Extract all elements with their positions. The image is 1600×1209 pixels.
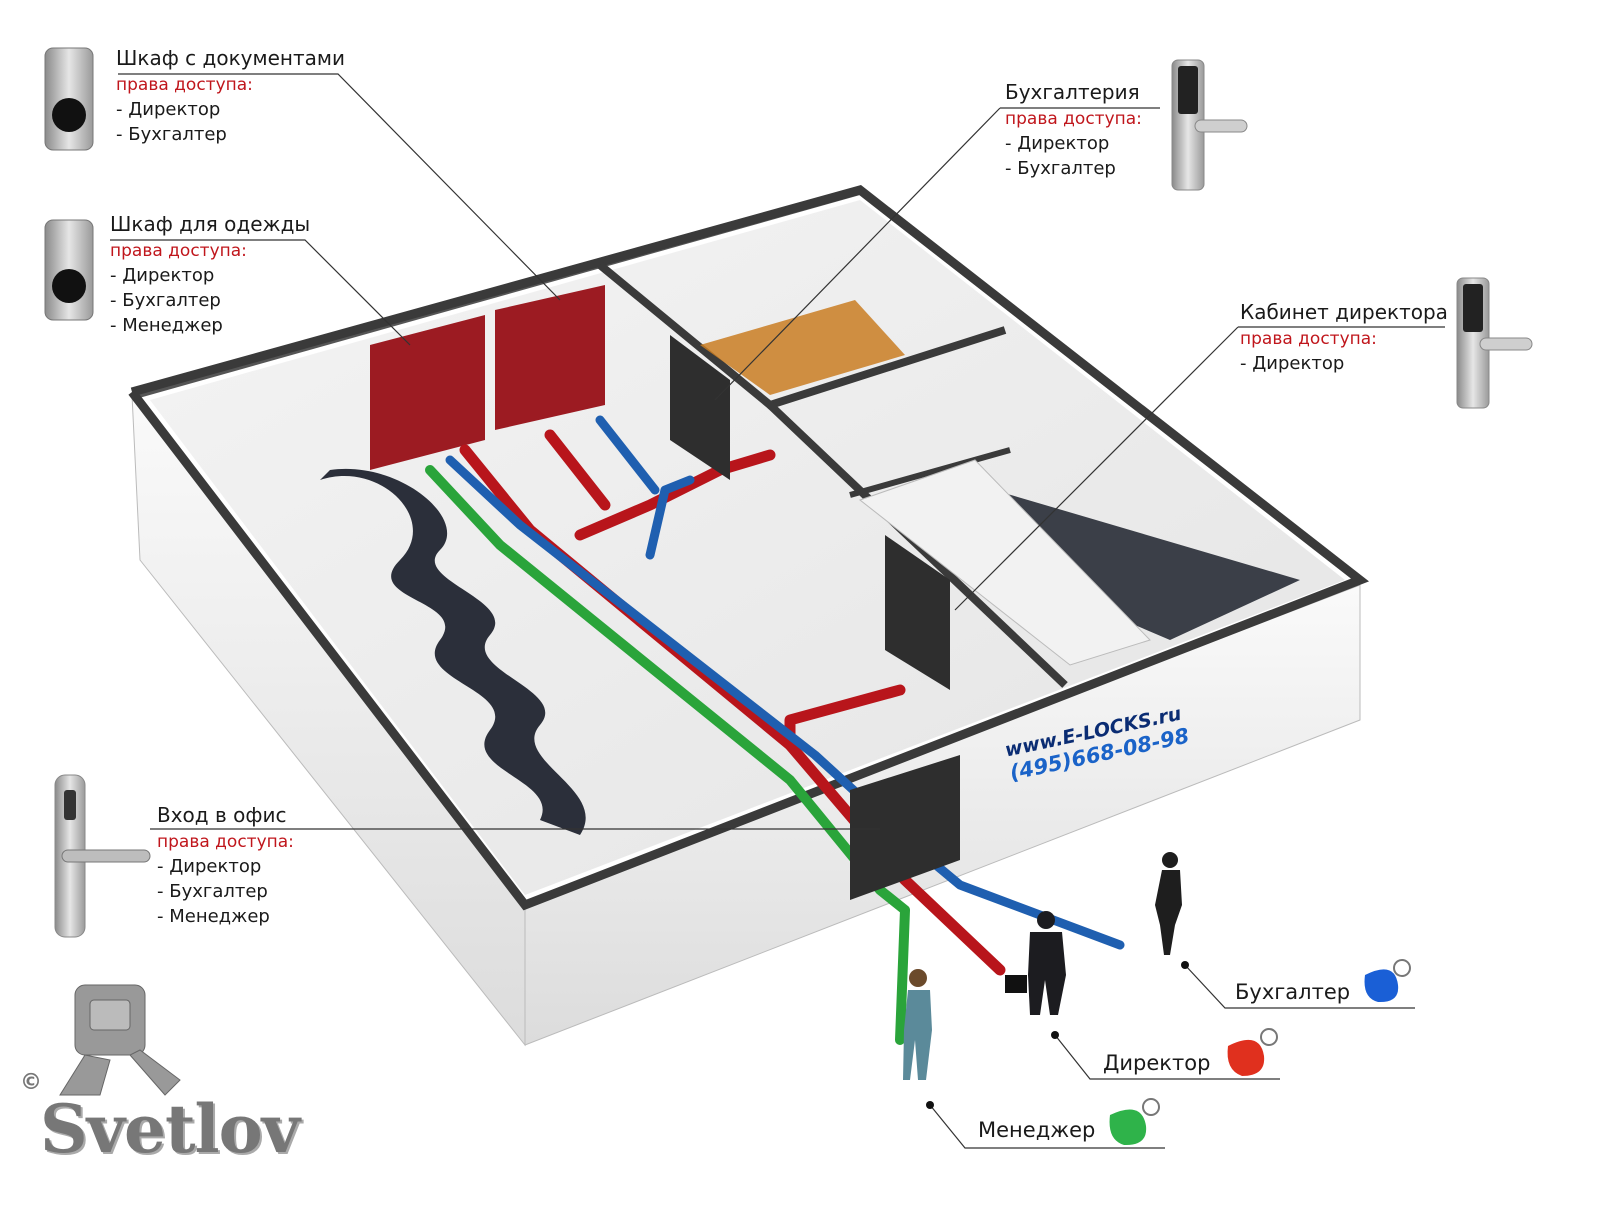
accounting-role-1: Бухгалтер <box>1005 156 1142 181</box>
path-blue-branch-2 <box>595 415 660 495</box>
dot-manager <box>926 1101 934 1109</box>
lock-clothes-cabinet <box>44 219 94 321</box>
documents-cabinet <box>495 285 605 430</box>
dot-accountant <box>1181 961 1189 969</box>
key-fobs <box>1109 959 1411 1146</box>
fob-label-director: Директор <box>1103 1051 1211 1075</box>
director-office-title: Кабинет директора <box>1240 300 1448 324</box>
accounting-role-0: Директор <box>1005 131 1142 156</box>
docs-role-1: Бухгалтер <box>116 122 345 147</box>
leader-docs <box>118 73 561 301</box>
clothes-cabinet-rights: права доступа: <box>110 241 247 261</box>
label-docs-cabinet: Шкаф с документами права доступа: Директ… <box>116 46 345 147</box>
partition-director-top <box>849 447 1011 498</box>
accounting-title: Бухгалтерия <box>1005 80 1140 104</box>
leader-accountant-fob <box>1184 964 1415 1009</box>
doors <box>670 335 960 900</box>
people <box>903 852 1182 1080</box>
leader-manager-fob <box>929 1104 1165 1149</box>
accounting-room-floor <box>700 300 905 395</box>
fob-manager <box>1109 1098 1160 1146</box>
entrance-role-2: Менеджер <box>157 904 294 929</box>
leader-clothes <box>110 239 411 346</box>
lock-entrance <box>54 774 151 938</box>
docs-cabinet-title: Шкаф с документами <box>116 46 345 70</box>
fob-accountant <box>1364 959 1411 1003</box>
path-green <box>425 465 910 1045</box>
label-clothes-cabinet: Шкаф для одежды права доступа: Директор … <box>110 212 310 338</box>
director-office-rights: права доступа: <box>1240 329 1377 349</box>
director-office-roles: Директор <box>1240 351 1448 376</box>
desk-row <box>320 468 586 835</box>
director-door <box>885 535 950 690</box>
copyright-mark: © <box>20 1070 42 1095</box>
director-role-0: Директор <box>1240 351 1448 376</box>
path-red-branch-2 <box>544 429 611 511</box>
label-accounting: Бухгалтерия права доступа: Директор Бухг… <box>1005 80 1142 181</box>
person-director <box>1005 911 1066 1015</box>
label-entrance: Вход в офис права доступа: Директор Бухг… <box>157 803 294 929</box>
lock-devices <box>44 47 1533 938</box>
director-desk <box>858 459 1151 666</box>
cabinets <box>370 285 605 470</box>
leader-director-fob <box>1054 1034 1280 1080</box>
person-accountant <box>1155 852 1182 955</box>
entrance-role-0: Директор <box>157 854 294 879</box>
fob-label-accountant: Бухгалтер <box>1235 980 1351 1004</box>
entrance-title: Вход в офис <box>157 803 287 827</box>
docs-cabinet-rights: права доступа: <box>116 75 253 95</box>
path-red-branch-1 <box>574 449 776 541</box>
path-blue-branch <box>645 475 695 560</box>
lock-director <box>1456 277 1533 409</box>
accounting-door <box>670 335 730 480</box>
docs-cabinet-roles: Директор Бухгалтер <box>116 97 345 147</box>
label-director-office: Кабинет директора права доступа: Директо… <box>1240 300 1448 376</box>
logo-mascot <box>59 984 181 1096</box>
clothes-role-0: Директор <box>110 263 310 288</box>
fob-director <box>1227 1028 1278 1076</box>
accounting-rights: права доступа: <box>1005 109 1142 129</box>
docs-role-0: Директор <box>116 97 345 122</box>
entrance-roles: Директор Бухгалтер Менеджер <box>157 854 294 929</box>
clothes-cabinet <box>370 315 485 470</box>
person-manager <box>903 969 932 1080</box>
clothes-role-1: Бухгалтер <box>110 288 310 313</box>
wall-top-outline <box>128 185 1370 911</box>
leader-dots <box>926 961 1189 1109</box>
dot-director <box>1051 1031 1059 1039</box>
fob-label-manager: Менеджер <box>978 1118 1096 1142</box>
clothes-role-2: Менеджер <box>110 313 310 338</box>
workstations <box>320 468 586 835</box>
entrance-door <box>850 755 960 900</box>
leader-director-2 <box>954 326 1239 611</box>
logo-name: Svetlov <box>40 1090 300 1168</box>
entrance-rights: права доступа: <box>157 832 294 852</box>
lock-accounting <box>1171 59 1248 191</box>
lock-docs-cabinet <box>44 47 94 151</box>
clothes-cabinet-title: Шкаф для одежды <box>110 212 311 236</box>
entrance-role-1: Бухгалтер <box>157 879 294 904</box>
accounting-roles: Директор Бухгалтер <box>1005 131 1142 181</box>
leader-lines <box>110 73 1445 1149</box>
clothes-cabinet-roles: Директор Бухгалтер Менеджер <box>110 263 310 338</box>
leader-accounting-2 <box>714 107 1001 401</box>
